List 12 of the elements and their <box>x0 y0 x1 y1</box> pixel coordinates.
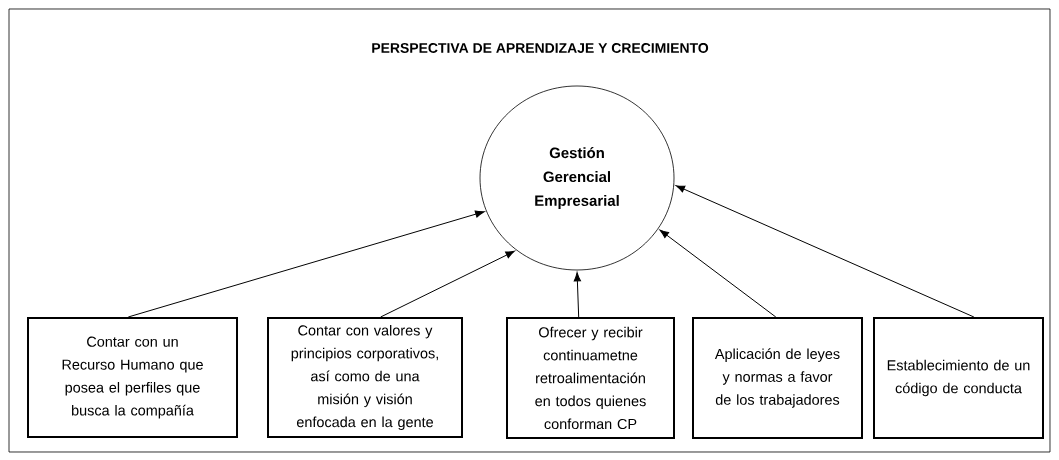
text-box: Establecimiento de un código de conducta <box>873 317 1044 439</box>
text-box: Aplicación de leyes y normas a favor de los trabajadores <box>692 317 863 439</box>
arrow <box>675 185 975 318</box>
arrow <box>380 250 515 318</box>
text-box: Contar con un Recurso Humano que posea el perfiles que busca la compañía <box>27 317 238 438</box>
arrow <box>127 210 485 318</box>
title: PERSPECTIVA DE APRENDIZAJE Y CRECIMIENTO <box>372 43 709 53</box>
text-box: Ofrecer y recibir continuametne retroalimentación en todos quienes conforman CP <box>506 317 675 439</box>
ellipse-node: Gestión Gerencial Empresarial <box>479 85 675 271</box>
arrow <box>659 229 777 318</box>
text-box: Contar con valores y principios corporativos, así como de una misión y visión enfocada en la gente <box>267 317 463 438</box>
arrow <box>573 272 581 318</box>
